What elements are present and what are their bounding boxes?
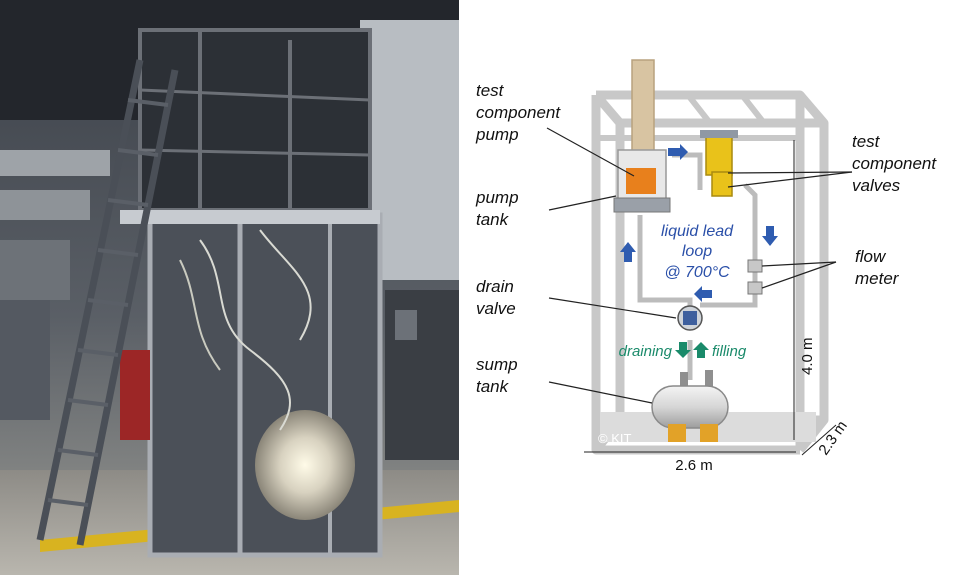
sump-tank-photo [255,410,355,520]
sump-nozzle [705,370,713,388]
facility-photo [0,0,459,575]
flow-meter-upper [747,259,763,273]
label-pump-tank-line2: tank [476,210,510,229]
upper-frame [138,28,372,212]
label-pump-tank-line1: pump [475,188,519,207]
drain-valve-handle [683,311,697,325]
test-valve-upper [705,134,733,176]
pump-heater [626,168,656,194]
label-loop-line1: liquid lead [661,223,734,240]
draining-arrow [675,342,691,358]
flow-arrow-up [620,242,636,262]
glass-enclosure [147,212,383,558]
label-test-component-pump-line1: test [476,81,505,100]
label-flow-meter-line2: meter [855,269,900,288]
label-test-component-valves-line1: test [852,132,881,151]
cable [259,229,312,341]
upper-frame-rail [139,148,371,157]
label-drain-valve-line2: valve [476,299,516,318]
label-drain-valve-line1: drain [476,277,514,296]
filling-arrow [693,342,709,358]
flow-arrow-down [762,226,778,246]
pipe-left-1 [0,150,110,176]
pump-tank-base [613,197,671,213]
pipe-left-3 [0,240,70,300]
ladder-rail [76,69,179,546]
pump-column [631,59,655,156]
label-test-component-pump-line3: pump [475,125,519,144]
cable [199,239,291,431]
sump-support [668,424,686,442]
dimension-height: 4.0 m [799,337,816,375]
test-valve-lower [711,171,733,197]
cabinet-panel [395,310,417,340]
loop-schematic: test component pump pump tank drain valv… [475,59,937,474]
dimension-width: 2.6 m [675,457,713,474]
label-test-component-pump-line2: component [476,103,561,122]
leader-lines [546,127,853,404]
cable [179,259,221,371]
label-flow-meter-line1: flow [855,247,887,266]
sump-tank [651,385,729,429]
ladder-rungs [47,98,169,507]
dimension-lines [584,140,837,456]
label-draining: draining [619,343,673,360]
flow-arrows [620,144,778,302]
label-loop-line2: loop [682,243,712,260]
label-sump-tank-line2: tank [476,377,510,396]
label-test-component-valves-line2: component [852,154,937,173]
enclosure-top-beam [120,210,380,224]
valve-actuator [700,130,738,138]
sump-support [700,424,718,442]
pipe-left-4 [0,300,50,420]
label-sump-tank-line1: sump [476,355,518,374]
label-loop-line3: @ 700°C [664,264,730,281]
label-filling: filling [712,343,747,360]
flow-arrow-left [694,286,712,302]
sump-nozzle [680,372,688,388]
flow-arrow-right [668,144,688,160]
pipe-left-2 [0,190,90,220]
upper-frame-rail [139,88,371,102]
flow-meter-lower [747,281,763,295]
copyright-label: © KIT [598,431,631,446]
label-test-component-valves-line3: valves [852,176,901,195]
red-panel [120,350,150,440]
